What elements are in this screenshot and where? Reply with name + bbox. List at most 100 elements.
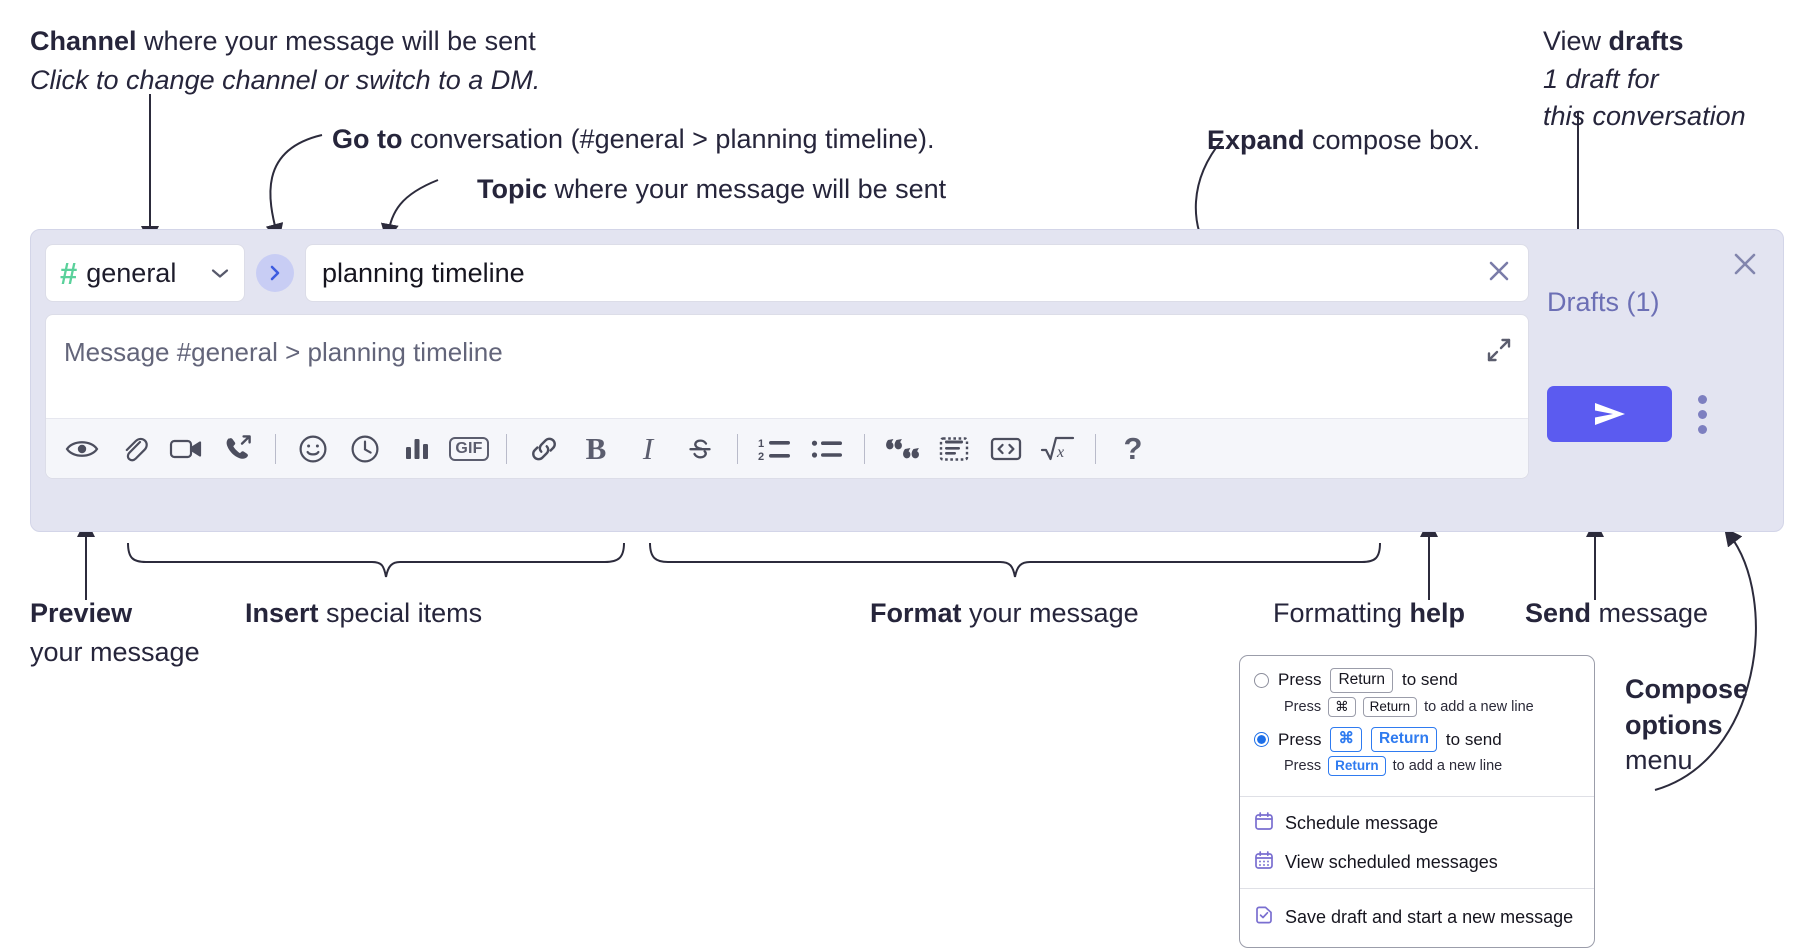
annotation-help-bold: help [1409, 598, 1466, 628]
call-icon[interactable] [212, 425, 264, 473]
bold-label: B [585, 430, 607, 466]
send-button[interactable] [1547, 386, 1672, 442]
blockquote-icon[interactable] [876, 425, 928, 473]
menu-group-schedule: Schedule message View scheduled messages [1240, 797, 1594, 888]
option-press-label: Press [1278, 670, 1322, 690]
video-icon[interactable] [160, 425, 212, 473]
help-label: ? [1123, 430, 1143, 466]
message-placeholder: Message #general > planning timeline [64, 337, 503, 367]
clock-icon[interactable] [339, 425, 391, 473]
menu-item-save-draft[interactable]: Save draft and start a new message [1240, 895, 1594, 937]
menu-item-view-scheduled-messages[interactable]: View scheduled messages [1240, 843, 1594, 882]
gif-icon[interactable]: GIF [443, 425, 495, 473]
annotation-expand-bold: Expand [1207, 125, 1305, 155]
close-icon[interactable] [1484, 256, 1514, 291]
topic-field[interactable]: planning timeline [305, 244, 1529, 302]
poll-icon[interactable] [391, 425, 443, 473]
annotation-drafts-sub2: this conversation [1543, 101, 1746, 132]
emoji-icon[interactable] [287, 425, 339, 473]
annotation-insert-bold: Insert [245, 598, 319, 628]
close-icon[interactable] [1729, 248, 1761, 285]
compose-panel: # general planning timeline M [30, 229, 1784, 532]
key-return: Return [1328, 756, 1386, 777]
message-input[interactable]: Message #general > planning timeline [45, 314, 1529, 479]
topic-value: planning timeline [322, 257, 525, 288]
math-icon[interactable]: x [1032, 425, 1084, 473]
radio-unselected-icon[interactable] [1254, 672, 1269, 688]
ordered-list-icon[interactable]: 1 2 [749, 425, 801, 473]
annotation-format: Format your message [870, 596, 1139, 631]
annotation-channel-rest: where your message will be sent [136, 26, 536, 56]
option-press-label: Press [1278, 729, 1322, 749]
hash-icon: # [60, 255, 78, 291]
code-icon[interactable] [980, 425, 1032, 473]
annotation-insert: Insert special items [245, 596, 482, 631]
compose-header-row: # general planning timeline [45, 242, 1529, 304]
annotation-send: Send message [1525, 596, 1708, 631]
compose-options-menu: Press Return to send Press ⌘ Return to a… [1239, 655, 1595, 948]
key-return: Return [1362, 696, 1418, 718]
annotation-send-rest: message [1591, 598, 1709, 628]
send-option-cmd-return-hint: Press Return to add a new line [1284, 756, 1580, 777]
kebab-dot [1698, 410, 1707, 419]
radio-selected-icon[interactable] [1254, 732, 1269, 748]
hint-suffix-label: to add a new line [1424, 699, 1534, 716]
toolbar-divider [275, 433, 276, 464]
send-arrow-icon [1594, 403, 1625, 425]
hint-press-label: Press [1284, 758, 1322, 775]
drafts-link[interactable]: Drafts (1) [1547, 287, 1660, 317]
bold-icon[interactable]: B [570, 425, 622, 473]
link-icon[interactable] [518, 425, 570, 473]
annotation-preview: Preview your message [30, 596, 200, 669]
compose-main: # general planning timeline M [45, 242, 1529, 479]
key-command: ⌘ [1330, 727, 1362, 753]
italic-icon[interactable]: I [622, 425, 674, 473]
menu-item-label: Save draft and start a new message [1285, 907, 1574, 928]
annotation-drafts-sub1: 1 draft for [1543, 63, 1659, 94]
annotation-goto-rest: conversation (#general > planning timeli… [402, 124, 935, 154]
expand-icon[interactable] [1484, 335, 1514, 370]
kebab-dot [1698, 425, 1707, 434]
svg-text:x: x [1056, 444, 1064, 461]
hint-suffix-label: to add a new line [1392, 758, 1503, 775]
annotation-preview-bold: Preview [30, 598, 133, 628]
help-icon[interactable]: ? [1107, 425, 1159, 473]
attachment-icon[interactable] [108, 425, 160, 473]
annotation-channel-sub: Click to change channel or switch to a D… [30, 64, 541, 95]
svg-text:1: 1 [758, 438, 764, 450]
annotation-topic-rest: where your message will be sent [547, 174, 947, 204]
annotation-send-bold: Send [1525, 598, 1592, 628]
send-shortcut-options: Press Return to send Press ⌘ Return to a… [1240, 656, 1594, 796]
spoiler-icon[interactable] [928, 425, 980, 473]
annotation-expand: Expand compose box. [1207, 123, 1480, 158]
option-suffix-label: to send [1402, 670, 1458, 690]
gif-label: GIF [449, 436, 489, 461]
channel-selector[interactable]: # general [45, 244, 245, 302]
annotation-preview-sub: your message [30, 636, 200, 667]
formatting-toolbar: GIF B I [46, 418, 1528, 478]
go-to-conversation-button[interactable] [256, 254, 294, 292]
strikethrough-icon[interactable] [674, 425, 726, 473]
annotation-insert-rest: special items [318, 598, 483, 628]
annotation-topic: Topic where your message will be sent [477, 172, 946, 207]
menu-item-schedule-message[interactable]: Schedule message [1240, 801, 1594, 843]
send-option-cmd-return[interactable]: Press ⌘ Return to send [1254, 727, 1580, 753]
compose-options-button[interactable] [1698, 395, 1707, 434]
option-suffix-label: to send [1445, 729, 1502, 749]
annotation-channel-bold: Channel [30, 26, 137, 56]
preview-icon[interactable] [56, 425, 108, 473]
toolbar-divider [864, 433, 865, 464]
bulleted-list-icon[interactable] [801, 425, 853, 473]
annotation-drafts: View drafts 1 draft for this conversatio… [1543, 24, 1746, 134]
annotation-goto-bold: Go to [332, 124, 403, 154]
menu-item-label: View scheduled messages [1285, 852, 1498, 873]
annotation-topic-bold: Topic [477, 174, 547, 204]
kebab-dot [1698, 395, 1707, 404]
save-draft-icon [1254, 905, 1274, 930]
menu-group-draft: Save draft and start a new message [1240, 889, 1594, 947]
calendar-icon [1254, 811, 1274, 836]
send-option-return[interactable]: Press Return to send [1254, 668, 1580, 693]
annotation-goto: Go to conversation (#general > planning … [332, 122, 935, 157]
annotation-compose-options-line2: options [1625, 709, 1723, 740]
